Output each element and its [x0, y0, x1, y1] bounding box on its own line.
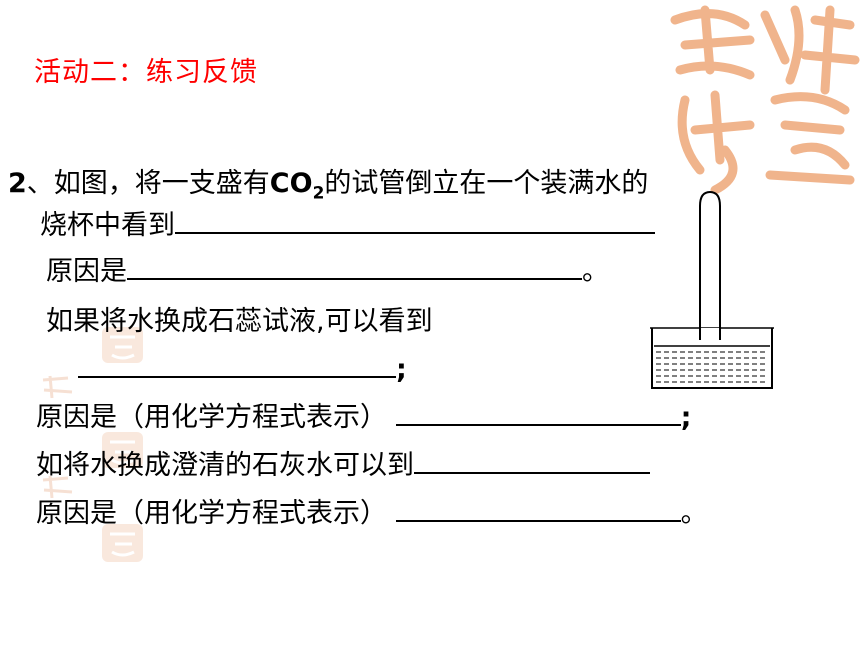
answer-blank[interactable] — [395, 423, 681, 426]
beaker-test-tube-diagram — [650, 190, 774, 389]
answer-blank[interactable] — [127, 277, 582, 280]
answer-blank[interactable] — [78, 375, 396, 378]
answer-blank[interactable] — [414, 471, 650, 474]
question-line-6: 原因是（用化学方程式表示） ; — [36, 402, 692, 433]
seal-watermark-icon — [670, 5, 860, 195]
question-line-1: 2、如图，将一支盛有CO2的试管倒立在一个装满水的 — [8, 170, 648, 202]
co2-formula: CO2 — [269, 168, 325, 204]
question-line-8: 原因是（用化学方程式表示） 。 — [36, 498, 708, 529]
answer-blank[interactable] — [395, 519, 681, 522]
answer-blank[interactable] — [175, 231, 655, 234]
section-heading: 活动二：练习反馈 — [34, 57, 258, 88]
question-text: 的试管倒立在一个装满水的 — [324, 168, 649, 199]
question-number: 2 — [8, 168, 27, 199]
beaker — [651, 328, 773, 389]
test-tube — [699, 190, 721, 338]
question-line-3: 原因是。 — [46, 256, 609, 287]
question-line-7: 如将水换成澄清的石灰水可以到 — [36, 452, 650, 479]
question-line-4: 如果将水换成石蕊试液,可以看到 — [46, 306, 433, 337]
seal-small-icon — [42, 475, 73, 499]
seal-small-icon — [42, 375, 73, 399]
seal-small-icon — [102, 432, 143, 468]
question-line-2: 烧杯中看到 — [40, 212, 655, 239]
question-line-5: ; — [78, 356, 407, 383]
seal-small-icon — [102, 524, 143, 562]
question-text: 、如图，将一支盛有 — [26, 168, 270, 199]
seal-small-icon — [102, 327, 143, 363]
